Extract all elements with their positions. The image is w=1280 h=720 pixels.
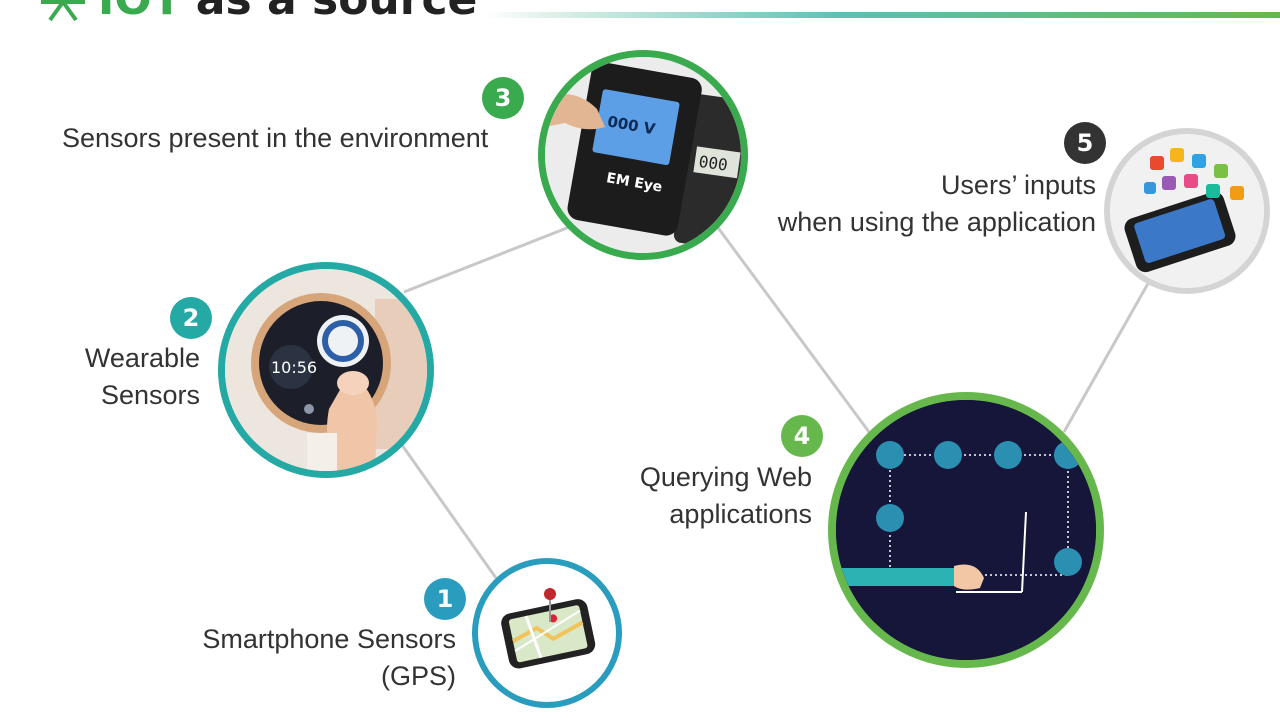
node-1-image [472, 558, 622, 708]
badge-4: 4 [781, 415, 823, 457]
node-4-label-line-1: Querying Web [639, 462, 812, 492]
node-5-label-line-2: when using the application [777, 207, 1096, 237]
connector-4-5 [1062, 279, 1152, 433]
node-5-image [1104, 128, 1270, 294]
web-query-laptop-icon [836, 400, 1096, 660]
title-highlight: IOT [98, 0, 182, 22]
node-2-image: 10:56 [218, 262, 434, 478]
smartwatch-icon: 10:56 [225, 269, 427, 471]
badge-5: 5 [1064, 122, 1106, 164]
node-2-label: Wearable Sensors [85, 340, 200, 414]
node-4-label-line-2: applications [669, 499, 812, 529]
app-icons-phone-icon [1110, 134, 1264, 288]
badge-2: 2 [170, 297, 212, 339]
node-5-label-line-1: Users’ inputs [940, 170, 1096, 200]
badge-1: 1 [424, 578, 466, 620]
page-title: IOT as a source [40, 0, 477, 22]
connector-3-4 [714, 224, 874, 437]
watch-time: 10:56 [271, 358, 317, 377]
node-5-label: Users’ inputs when using the application [778, 167, 1096, 241]
node-3-label: Sensors present in the environment [62, 120, 488, 157]
node-1-label-line-2: (GPS) [380, 661, 456, 691]
node-1-label: Smartphone Sensors (GPS) [202, 621, 456, 695]
title-underline [485, 12, 1280, 18]
presentation-board-icon [41, 0, 85, 22]
node-2-label-line-1: Wearable [84, 343, 200, 373]
title-text: as a source [196, 0, 478, 22]
node-4-image [828, 392, 1104, 668]
node-3-image: 000 000 V EM Eye [538, 50, 748, 260]
connector-1-2 [400, 444, 498, 579]
node-3-label-line-1: Sensors present in the environment [62, 123, 489, 153]
connector-2-3 [403, 224, 573, 294]
em-sensor-device-icon: 000 000 V EM Eye [545, 57, 741, 253]
meter-reading: 000 [698, 152, 729, 175]
smartphone-map-icon [501, 588, 596, 669]
node-1-label-line-1: Smartphone Sensors [202, 624, 456, 654]
node-4-label: Querying Web applications [640, 459, 812, 533]
node-2-label-line-2: Sensors [100, 380, 200, 410]
badge-3: 3 [482, 77, 524, 119]
